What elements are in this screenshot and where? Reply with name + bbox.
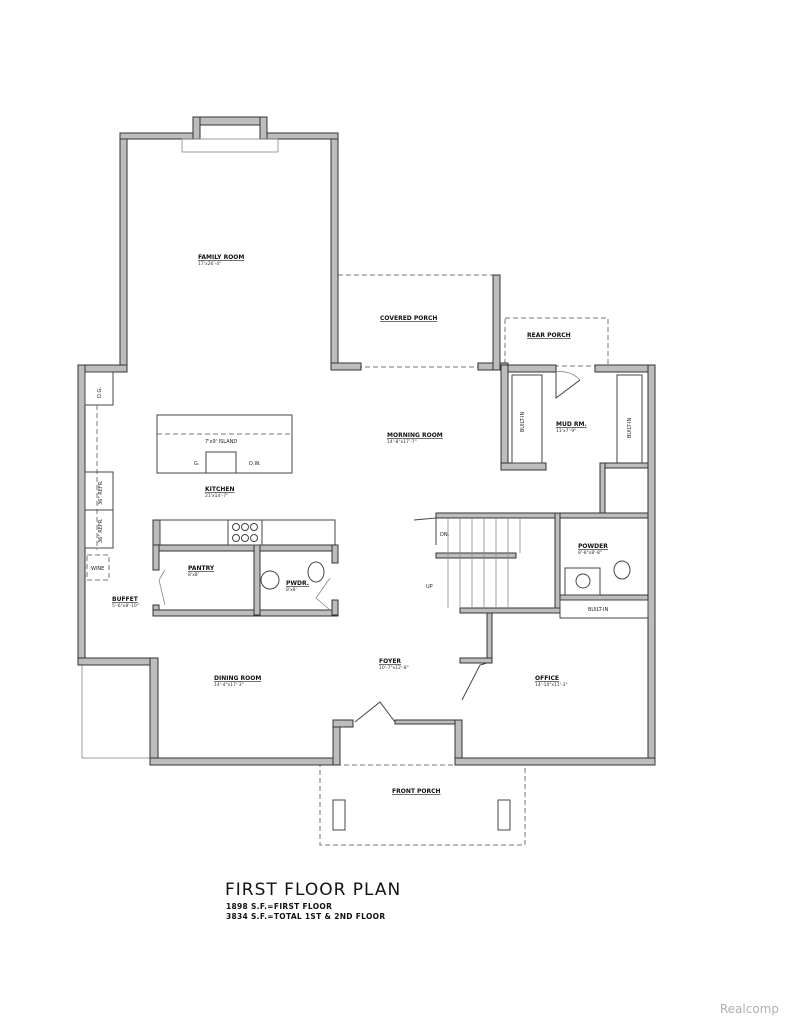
garbage-label: G. — [194, 461, 200, 467]
room-labels: FAMILY ROOM 17'x26'-4" COVERED PORCH REA… — [91, 254, 633, 795]
built-in-label-3: BUILT-IN — [588, 607, 609, 613]
pantry-size: 8'x8' — [188, 572, 199, 578]
family-room-label: FAMILY ROOM — [198, 254, 244, 261]
built-in-label-1: BUILT-IN — [520, 411, 526, 432]
stairs-down-label: DN. — [440, 532, 450, 538]
refrigerator-label-1: 36" REFR. — [98, 480, 104, 505]
covered-porch-label: COVERED PORCH — [380, 315, 437, 322]
mud-room-label: MUD RM. — [556, 421, 587, 428]
rear-porch-label: REAR PORCH — [527, 332, 571, 339]
built-in-label-2: BUILT-IN — [627, 417, 633, 438]
dishwasher-label: D.W. — [249, 461, 261, 467]
stairs-up-label: UP — [426, 584, 433, 590]
mud-room-size: 11'x7'-9" — [556, 428, 576, 434]
porch-column-right — [497, 799, 511, 831]
plan-title: FIRST FLOOR PLAN — [225, 880, 402, 900]
island-label: 7'x9' ISLAND — [205, 439, 237, 445]
buffet-label: BUFFET — [112, 596, 139, 603]
pwdr-size: 8'x8' — [286, 587, 297, 593]
foyer-label: FOYER — [379, 658, 401, 665]
dining-room-size: 14'-4"x17'-3" — [214, 682, 244, 688]
kitchen-label: KITCHEN — [205, 486, 235, 493]
office-size: 14'-10"x11'-3" — [535, 682, 568, 688]
dining-room-label: DINING ROOM — [214, 675, 261, 682]
family-room-size: 17'x26'-4" — [198, 261, 221, 267]
side-terrace — [81, 664, 151, 759]
powder-size: 8'-8"x8'-8" — [578, 550, 602, 556]
office-label: OFFICE — [535, 675, 559, 682]
front-porch-label: FRONT PORCH — [392, 788, 441, 795]
doors — [158, 371, 581, 723]
walls — [77, 116, 656, 766]
watermark: Realcomp — [719, 1002, 779, 1016]
powder-label: POWDER — [578, 543, 608, 550]
total-area: 3834 S.F.=TOTAL 1ST & 2ND FLOOR — [226, 912, 386, 921]
morning-room-label: MORNING ROOM — [387, 432, 443, 439]
foyer-size: 10'-7"x12'-8" — [379, 665, 409, 671]
front-porch-outline — [319, 764, 526, 846]
pwdr-label: PWDR. — [286, 580, 309, 587]
porch-column-left — [332, 799, 346, 831]
dg-label: D.G. — [97, 387, 103, 398]
buffet-size: 5'-6"x8'-10" — [112, 603, 139, 609]
rear-porch-outline — [504, 317, 609, 367]
staircase — [447, 518, 521, 608]
pantry-label: PANTRY — [188, 565, 215, 572]
refrigerator-label-2: 36" REFR. — [98, 518, 104, 543]
kitchen-size: 21'x14'-7" — [205, 493, 228, 499]
wine-label: WINE — [91, 566, 104, 572]
morning-room-size: 14'-8"x17'-7" — [387, 439, 417, 445]
first-floor-area: 1898 S.F.=FIRST FLOOR — [226, 902, 333, 911]
